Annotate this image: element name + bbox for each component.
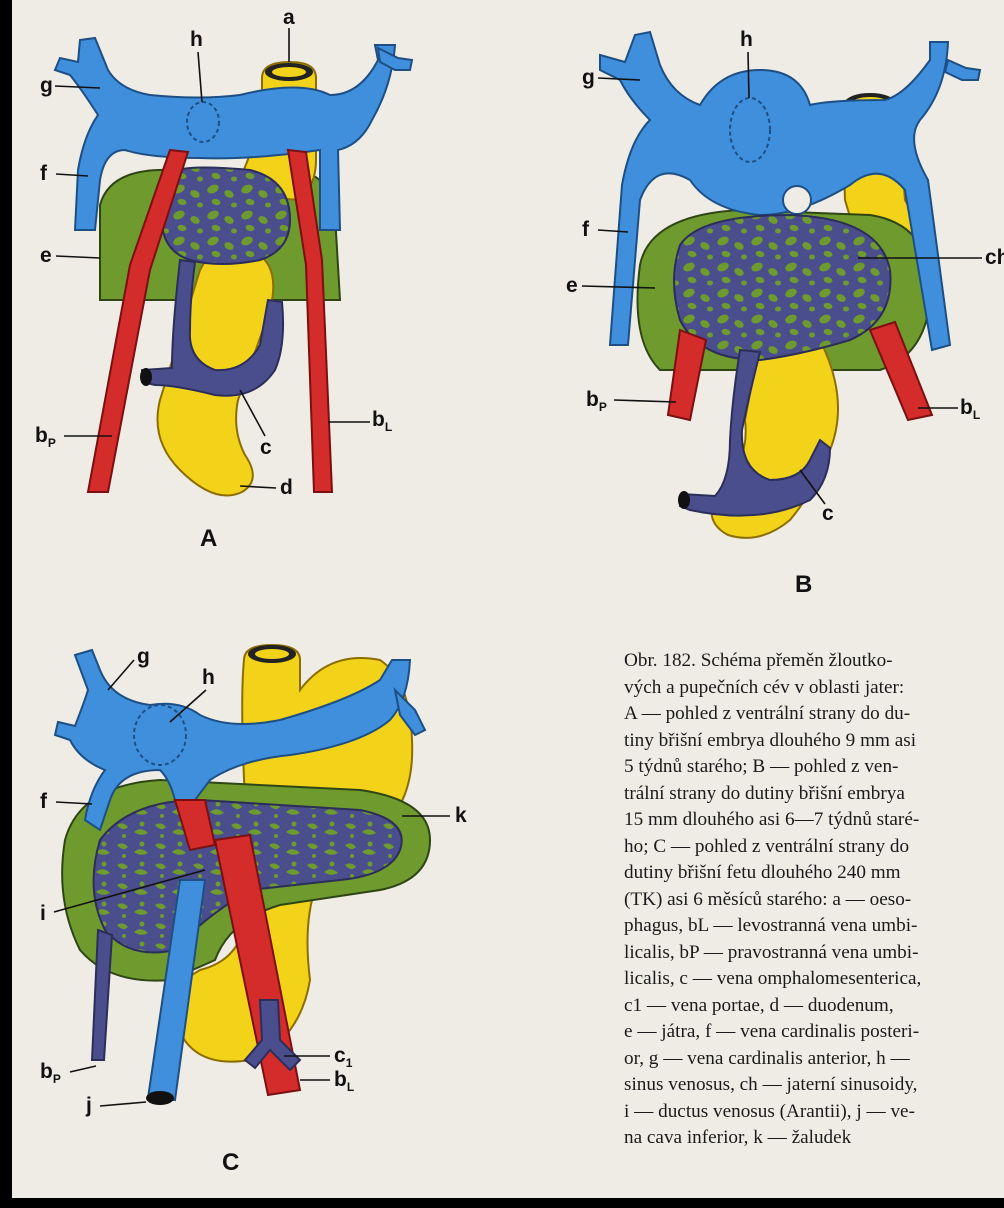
a-label-f: f <box>40 162 48 185</box>
a-label-bl: bL <box>372 408 392 434</box>
c-panel-title: C <box>222 1149 239 1176</box>
panel-a: a h g f e bP c bL d A <box>35 6 412 552</box>
caption-line: ho; C — pohled z ventrální strany do <box>624 834 996 861</box>
c-label-f: f <box>40 790 48 813</box>
caption-line: c1 — vena portae, d — duodenum, <box>624 993 996 1020</box>
caption-line: sinus venosus, ch — jaterní sinusoidy, <box>624 1072 996 1099</box>
b-panel-title: B <box>795 571 812 598</box>
panel-c: g h f k i bP c1 bL j C <box>40 645 467 1176</box>
a-panel-title: A <box>200 525 217 552</box>
caption-line: 15 mm dlouhého asi 6—7 týdnů staré- <box>624 807 996 834</box>
c-label-h: h <box>202 666 215 689</box>
panel-b: h g f ch e bP bL c B <box>566 28 1004 598</box>
b-label-ch: ch <box>985 246 1004 269</box>
caption-line: tiny břišní embrya dlouhého 9 mm asi <box>624 728 996 755</box>
caption-line: (TK) asi 6 měsíců starého: a — oeso- <box>624 887 996 914</box>
b-label-c: c <box>822 502 834 525</box>
caption-line: na cava inferior, k — žaludek <box>624 1125 996 1152</box>
a-label-h: h <box>190 28 203 51</box>
caption-line: 5 týdnů starého; B — pohled z ven- <box>624 754 996 781</box>
caption-line: phagus, bL — levostranná vena umbi- <box>624 913 996 940</box>
a-sinusoids <box>162 168 290 265</box>
b-label-e: e <box>566 274 578 297</box>
figure-caption: Obr. 182. Schéma přeměn žloutko- vých a … <box>624 648 996 1152</box>
a-label-c: c <box>260 436 272 459</box>
caption-line: licalis, bP — pravostranná vena umbi- <box>624 940 996 967</box>
c-label-i: i <box>40 902 46 925</box>
c-label-k: k <box>455 804 467 827</box>
caption-line: A — pohled z ventrální strany do du- <box>624 701 996 728</box>
caption-line: e — játra, f — vena cardinalis posteri- <box>624 1019 996 1046</box>
caption-line: i — ductus venosus (Arantii), j — ve- <box>624 1099 996 1126</box>
c-label-c1: c1 <box>334 1044 353 1070</box>
a-label-e: e <box>40 244 52 267</box>
a-label-a: a <box>283 6 295 29</box>
c-label-bl: bL <box>334 1068 354 1094</box>
caption-line: Obr. 182. Schéma přeměn žloutko- <box>624 648 996 675</box>
c-label-j: j <box>85 1094 92 1117</box>
b-label-bp: bP <box>586 388 607 414</box>
caption-line: trální strany do dutiny břišní embrya <box>624 781 996 808</box>
caption-line: dutiny břišní fetu dlouhého 240 mm <box>624 860 996 887</box>
caption-line: licalis, c — vena omphalomesenterica, <box>624 966 996 993</box>
b-label-f: f <box>582 218 590 241</box>
a-label-g: g <box>40 74 53 97</box>
b-label-h: h <box>740 28 753 51</box>
c-label-g: g <box>137 645 150 668</box>
a-label-d: d <box>280 476 293 499</box>
b-label-bl: bL <box>960 396 980 422</box>
caption-line: vých a pupečních cév v oblasti jater: <box>624 675 996 702</box>
a-label-bp: bP <box>35 424 56 450</box>
c-label-bp: bP <box>40 1060 61 1086</box>
caption-line: or, g — vena cardinalis anterior, h — <box>624 1046 996 1073</box>
b-label-g: g <box>582 66 595 89</box>
